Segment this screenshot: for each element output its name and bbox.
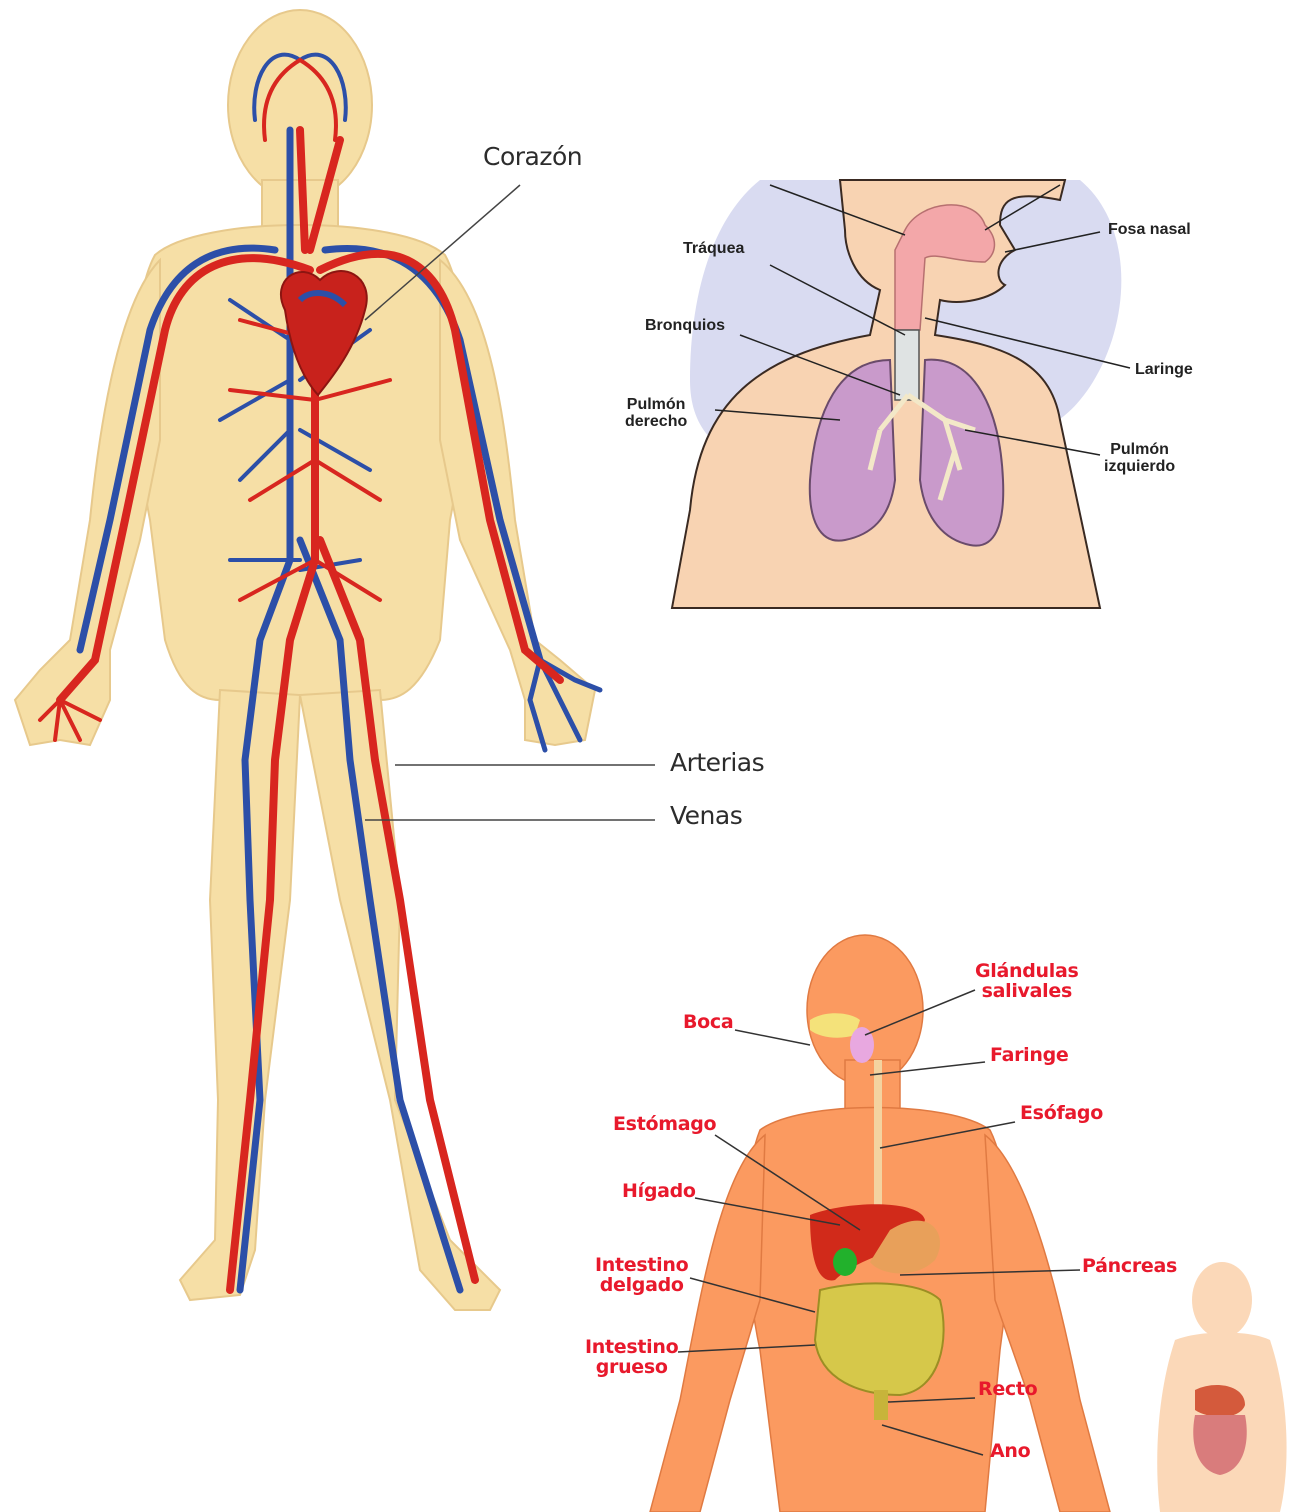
- label-large-intestine: Intestino grueso: [585, 1338, 678, 1378]
- label-pharynx: Faringe: [990, 1046, 1068, 1066]
- label-anus: Ano: [990, 1442, 1030, 1462]
- label-pancreas: Páncreas: [1082, 1257, 1177, 1277]
- label-stomach: Estómago: [613, 1115, 716, 1135]
- label-larynx: Laringe: [1135, 362, 1193, 379]
- label-heart: Corazón: [483, 144, 582, 170]
- rectum-shape: [874, 1390, 888, 1420]
- label-liver: Hígado: [622, 1182, 696, 1202]
- label-nasal-cavity: Fosa nasal: [1108, 222, 1191, 239]
- label-mouth: Boca: [683, 1013, 733, 1033]
- label-arteries: Arterias: [670, 750, 764, 776]
- label-veins: Venas: [670, 803, 742, 829]
- label-bronchi: Bronquios: [645, 318, 725, 335]
- label-right-lung: Pulmón derecho: [625, 397, 687, 431]
- label-trachea: Tráquea: [683, 241, 744, 258]
- gallbladder-shape: [833, 1248, 857, 1276]
- label-left-lung: Pulmón izquierdo: [1104, 442, 1175, 476]
- label-rectum: Recto: [978, 1380, 1037, 1400]
- label-small-intestine: Intestino delgado: [595, 1256, 688, 1296]
- label-esophagus: Esófago: [1020, 1104, 1103, 1124]
- label-salivary-glands: Glándulas salivales: [975, 962, 1079, 1002]
